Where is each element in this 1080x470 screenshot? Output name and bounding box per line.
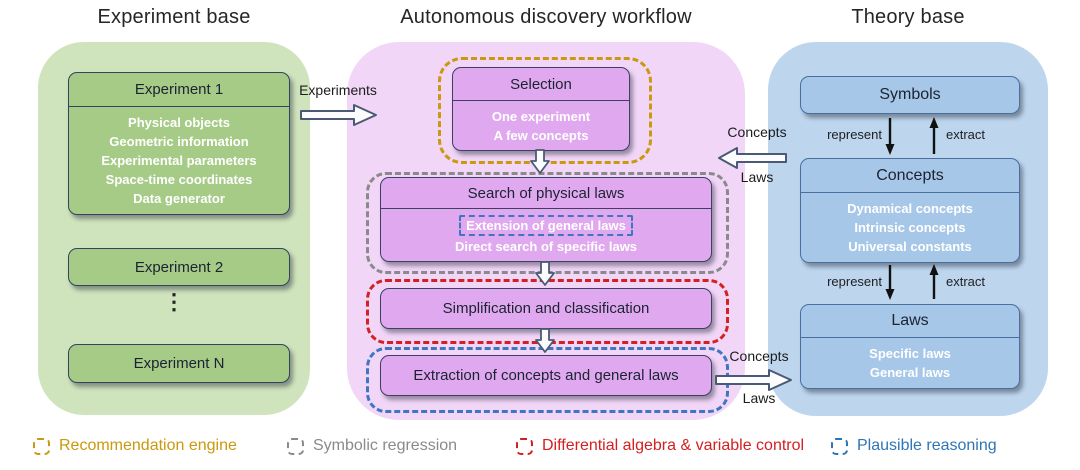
symbols-node: Symbols (800, 76, 1020, 114)
search-laws-node: Search of physical laws Extension of gen… (380, 177, 712, 262)
selection-title: Selection (510, 75, 572, 93)
experiment-n-node: Experiment N (68, 344, 290, 383)
experiment-1-title: Experiment 1 (134, 81, 224, 98)
extract-arrow-icon (929, 117, 939, 154)
experiment-2-node: Experiment 2 (68, 248, 290, 286)
represent-label-1: represent (827, 127, 882, 142)
experiment-1-item: Geometric information (109, 134, 249, 149)
laws-title: Laws (891, 312, 929, 329)
workflow-title: Autonomous discovery workflow (400, 6, 692, 28)
legend-item-plausible-reasoning: Plausible reasoning (831, 432, 997, 460)
selection-body: One experiment A few concepts (453, 100, 629, 150)
legend-item-differential-algebra: Differential algebra & variable control (516, 432, 804, 460)
experiment-1-node: Experiment 1 Physical objects Geometric … (68, 72, 290, 215)
experiment-1-body: Physical objects Geometric information E… (69, 106, 289, 214)
theory-to-workflow-bottom-label: Laws (740, 169, 774, 185)
legend-label: Symbolic regression (313, 437, 458, 454)
selection-item: One experiment (491, 108, 591, 124)
workflow-step-arrow-icon (530, 149, 550, 174)
experiment-base-title: Experiment base (97, 6, 251, 28)
workflow-step-arrow-icon (535, 328, 555, 353)
laws-body: Specific laws General laws (801, 337, 1019, 388)
search-laws-body: Extension of general laws Direct search … (381, 208, 711, 261)
represent-arrow-icon (885, 118, 895, 155)
experiments-arrow-icon (300, 104, 377, 126)
dashed-box-icon (831, 437, 848, 455)
selection-node: Selection One experiment A few concepts (452, 67, 630, 151)
represent-arrow-icon (885, 265, 895, 300)
extract-label-2: extract (946, 274, 986, 289)
experiment-1-item: Experimental parameters (101, 153, 257, 168)
extraction-node: Extraction of concepts and general laws (380, 355, 712, 396)
represent-label-2: represent (827, 274, 882, 289)
theory-to-workflow-arrow-icon (718, 147, 787, 169)
concepts-item: Dynamical concepts (847, 201, 973, 216)
laws-node: Laws Specific laws General laws (800, 304, 1020, 389)
concepts-item: Universal constants (848, 239, 972, 254)
search-laws-highlighted-item: Extension of general laws (381, 214, 711, 237)
concepts-title: Concepts (876, 166, 944, 184)
workflow-to-theory-top-label: Concepts (729, 348, 789, 364)
legend-label: Differential algebra & variable control (542, 437, 805, 454)
extract-label-1: extract (946, 127, 986, 142)
legend-label: Recommendation engine (59, 437, 237, 454)
experiment-1-item: Data generator (133, 191, 225, 206)
laws-item: Specific laws (869, 346, 951, 361)
concepts-item: Intrinsic concepts (854, 220, 966, 235)
legend-item-symbolic-regression: Symbolic regression (287, 432, 457, 460)
experiment-1-item: Physical objects (128, 115, 230, 130)
extract-arrow-icon (929, 264, 939, 299)
extension-general-laws-outline: Extension of general laws (459, 214, 633, 236)
selection-item: A few concepts (493, 127, 589, 143)
workflow-step-arrow-icon (535, 261, 555, 286)
experiment-1-item: Space-time coordinates (105, 172, 253, 187)
dashed-box-icon (516, 437, 533, 455)
simplification-node: Simplification and classification (380, 288, 712, 329)
experiments-arrow-label: Experiments (299, 82, 377, 98)
search-laws-title: Search of physical laws (467, 184, 625, 202)
workflow-to-theory-arrow-icon (715, 369, 792, 391)
concepts-node: Concepts Dynamical concepts Intrinsic co… (800, 158, 1020, 263)
laws-item: General laws (869, 365, 951, 380)
concepts-body: Dynamical concepts Intrinsic concepts Un… (801, 192, 1019, 262)
dashed-box-icon (287, 437, 304, 455)
experiments-ellipsis: ⋮ (163, 289, 185, 314)
theory-base-title: Theory base (851, 6, 965, 28)
legend-item-recommendation-engine: Recommendation engine (33, 432, 237, 460)
legend-label: Plausible reasoning (857, 437, 997, 454)
workflow-to-theory-bottom-label: Laws (742, 390, 776, 406)
theory-to-workflow-top-label: Concepts (727, 124, 787, 140)
dashed-box-icon (33, 437, 50, 455)
search-laws-item: Direct search of specific laws (454, 238, 638, 254)
